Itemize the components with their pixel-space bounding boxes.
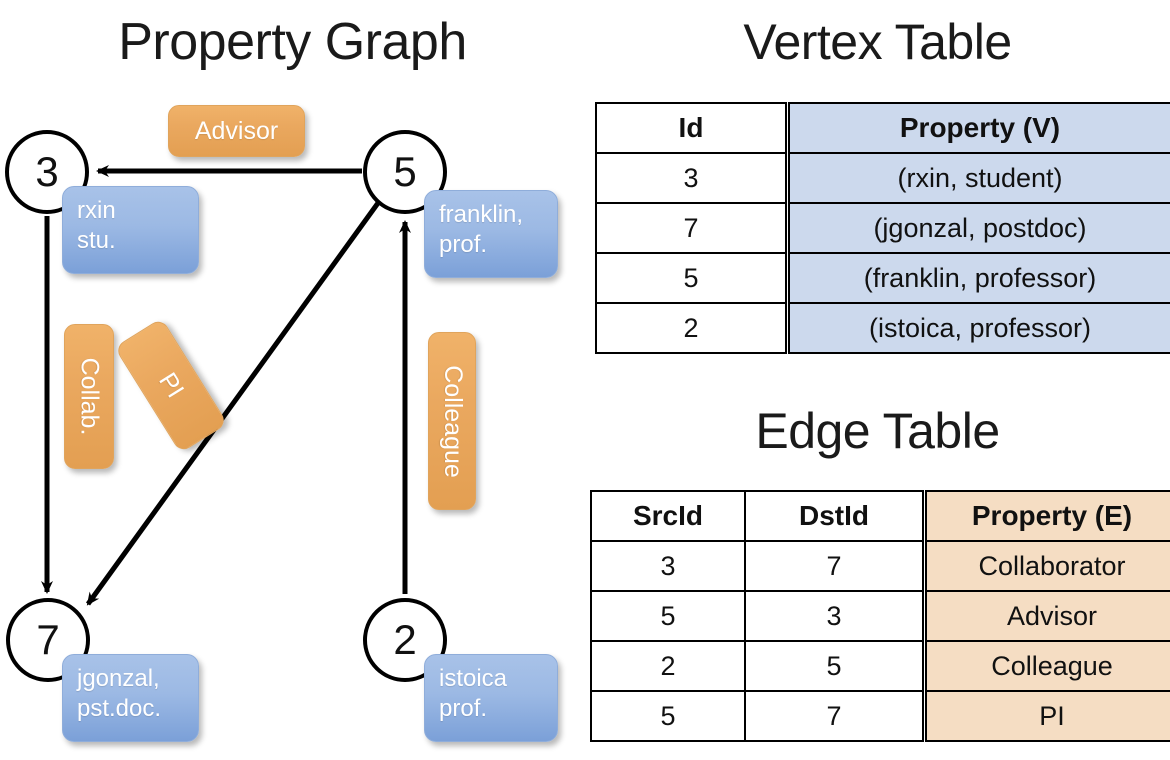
edge-5-to-7-pi: [85, 201, 381, 606]
edge-callout-collab[interactable]: Collab.: [64, 324, 114, 469]
vertex-callout-3-line1: rxin: [77, 197, 116, 224]
edge-cell-dstid: 5: [744, 640, 926, 692]
edge-cell-property: Collaborator: [922, 540, 1170, 592]
page-title-property-graph: Property Graph: [118, 13, 467, 71]
table-row[interactable]: 5 7 PI: [590, 690, 1170, 742]
edge-table-header-dstid: DstId: [744, 490, 926, 542]
vertex-callout-2-line1: istoica: [439, 665, 508, 692]
edge-cell-srcid: 2: [590, 640, 746, 692]
edge-cell-srcid: 5: [590, 690, 746, 742]
vertex-table-header-id: Id: [595, 102, 789, 154]
graph-node-2[interactable]: 2: [363, 598, 447, 682]
property-graph-diagram: 3 5 7 2 rxin stu. franklin, prof. jgonza…: [5, 105, 558, 742]
vertex-cell-id: 3: [595, 152, 789, 204]
vertex-table-header-property: Property (V): [785, 102, 1170, 154]
edge-callout-collab-label: Collab.: [75, 357, 104, 436]
vertex-cell-id: 7: [595, 202, 789, 254]
page-title-edge-table: Edge Table: [755, 403, 1000, 459]
graph-node-2-label: 2: [393, 616, 417, 663]
graph-node-5-label: 5: [393, 148, 417, 195]
vertex-callout-7[interactable]: jgonzal, pst.doc.: [62, 654, 199, 742]
vertex-table: Id Property (V) 3 (rxin, student) 7 (jgo…: [595, 102, 1170, 354]
vertex-callout-3-line2: stu.: [77, 227, 116, 254]
graph-node-3-label: 3: [35, 148, 59, 195]
edge-cell-property: Advisor: [922, 590, 1170, 642]
edge-cell-dstid: 3: [744, 590, 926, 642]
vertex-cell-id: 2: [595, 302, 789, 354]
edge-table-header-property: Property (E): [922, 490, 1170, 542]
table-row[interactable]: 7 (jgonzal, postdoc): [595, 202, 1170, 254]
table-row[interactable]: 3 (rxin, student): [595, 152, 1170, 204]
vertex-callout-2-line2: prof.: [439, 695, 488, 722]
graph-node-7-label: 7: [36, 616, 60, 663]
vertex-callout-3[interactable]: rxin stu.: [62, 186, 199, 274]
page-title-vertex-table: Vertex Table: [743, 14, 1012, 70]
edge-cell-dstid: 7: [744, 540, 926, 592]
edge-cell-dstid: 7: [744, 690, 926, 742]
vertex-cell-id: 5: [595, 252, 789, 304]
table-row[interactable]: 5 3 Advisor: [590, 590, 1170, 642]
edge-table: SrcId DstId Property (E) 3 7 Collaborato…: [590, 490, 1170, 742]
vertex-callout-7-line1: jgonzal,: [77, 665, 160, 692]
vertex-callout-5-line1: franklin,: [439, 201, 524, 228]
table-row[interactable]: 3 7 Collaborator: [590, 540, 1170, 592]
vertex-callout-7-line2: pst.doc.: [77, 695, 162, 722]
edge-cell-srcid: 3: [590, 540, 746, 592]
edge-cell-property: Colleague: [922, 640, 1170, 692]
table-row[interactable]: 2 (istoica, professor): [595, 302, 1170, 354]
edge-callout-pi-label: PI: [153, 367, 190, 403]
vertex-cell-property: (franklin, professor): [785, 252, 1170, 304]
vertex-table-header-row: Id Property (V): [595, 102, 1170, 154]
table-row[interactable]: 5 (franklin, professor): [595, 252, 1170, 304]
edge-callout-advisor-label: Advisor: [194, 116, 279, 145]
table-row[interactable]: 2 5 Colleague: [590, 640, 1170, 692]
vertex-callout-5-line2: prof.: [439, 231, 488, 258]
graph-edges-layer: [41, 165, 411, 606]
vertex-cell-property: (istoica, professor): [785, 302, 1170, 354]
vertex-callout-5[interactable]: franklin, prof.: [424, 190, 558, 278]
edge-table-header-row: SrcId DstId Property (E): [590, 490, 1170, 542]
edge-cell-property: PI: [922, 690, 1170, 742]
graph-node-5[interactable]: 5: [363, 130, 447, 214]
edge-callout-advisor[interactable]: Advisor: [168, 105, 305, 157]
vertex-cell-property: (jgonzal, postdoc): [785, 202, 1170, 254]
vertex-callout-2[interactable]: istoica prof.: [424, 654, 558, 742]
edge-callout-colleague-label: Colleague: [438, 364, 467, 478]
edge-callout-colleague[interactable]: Colleague: [428, 332, 476, 510]
edge-cell-srcid: 5: [590, 590, 746, 642]
edge-table-header-srcid: SrcId: [590, 490, 746, 542]
vertex-cell-property: (rxin, student): [785, 152, 1170, 204]
